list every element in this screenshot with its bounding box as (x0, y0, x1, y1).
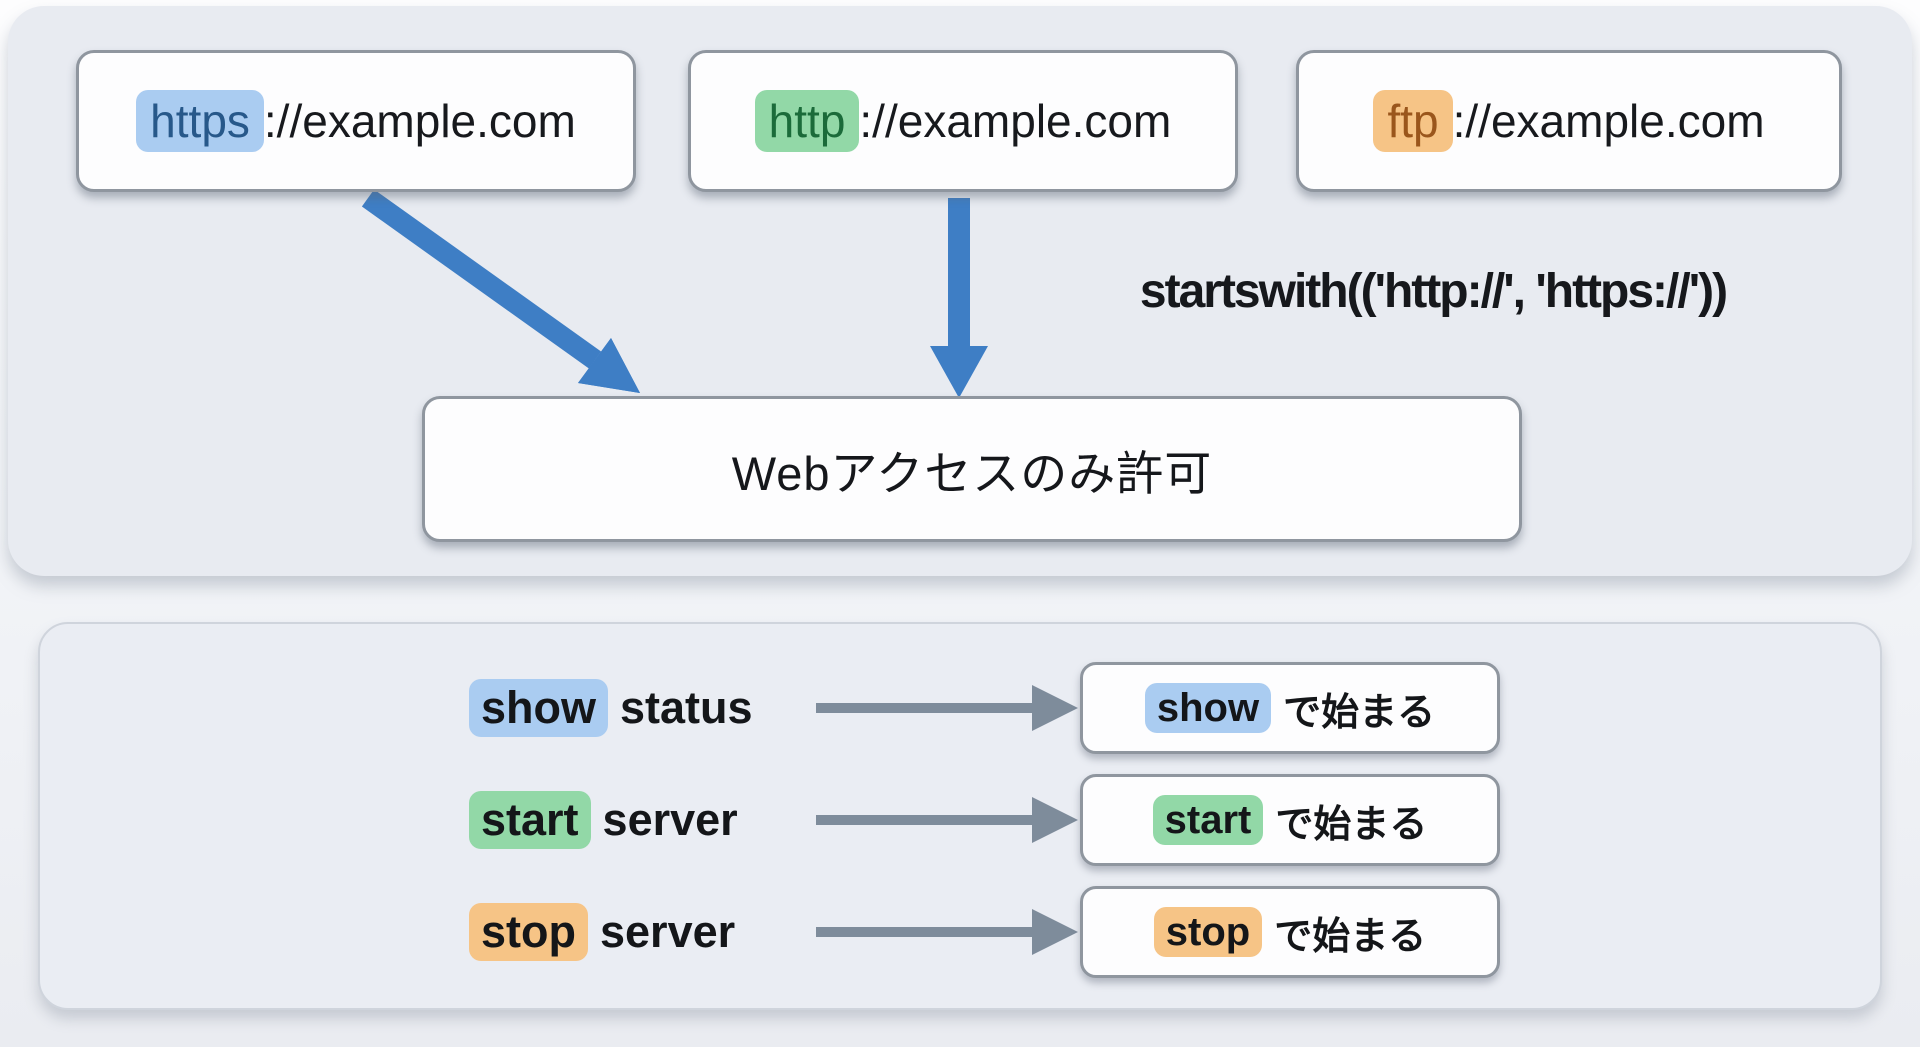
command-rest-text: server (602, 794, 738, 845)
command-label: stop server (469, 903, 814, 961)
web-access-result-label: Webアクセスのみ許可 (731, 446, 1213, 500)
result-box-show: show で始まる (1080, 662, 1500, 754)
right-arrow-icon (816, 685, 1078, 731)
right-arrow-icon (816, 909, 1078, 955)
web-access-result-card: Webアクセスのみ許可 (422, 396, 1522, 542)
url-rest-text: ://example.com (1452, 95, 1765, 147)
result-rest-text: で始まる (1283, 691, 1436, 734)
ftp-prefix-highlight: ftp (1373, 89, 1453, 153)
result-rest-text: で始まる (1274, 915, 1427, 958)
url-card-ftp: ftp://example.com (1296, 50, 1842, 192)
start-keyword-highlight: start (1152, 795, 1264, 845)
example-row-start: start server start で始まる (469, 774, 1500, 866)
command-label: show status (469, 679, 814, 737)
command-rest-text: server (600, 906, 736, 957)
flow-arrows (361, 189, 988, 398)
stop-keyword-highlight: stop (1153, 907, 1263, 957)
start-keyword-highlight: start (469, 791, 591, 849)
result-box-stop: stop で始まる (1080, 886, 1500, 978)
startswith-code-annotation: startswith(('http://', 'https://')) (1139, 265, 1728, 318)
url-card-https: https://example.com (76, 50, 636, 192)
stop-keyword-highlight: stop (469, 903, 588, 961)
url-rest-text: ://example.com (263, 95, 576, 147)
command-rest-text: status (620, 682, 753, 733)
example-row-show: show status show で始まる (469, 662, 1500, 754)
example-row-stop: stop server stop で始まる (469, 886, 1500, 978)
arrow-http-to-web (930, 198, 988, 398)
result-box-start: start で始まる (1080, 774, 1500, 866)
http-prefix-highlight: http (754, 89, 860, 153)
url-card-http: http://example.com (688, 50, 1238, 192)
url-rest-text: ://example.com (859, 95, 1172, 147)
command-examples-panel: show status show で始まる start server (38, 622, 1882, 1010)
arrow-https-to-web (361, 189, 640, 393)
url-filter-panel: https://example.com http://example.com f… (8, 6, 1912, 576)
show-keyword-highlight: show (1144, 683, 1272, 733)
https-prefix-highlight: https (136, 89, 264, 153)
show-keyword-highlight: show (469, 679, 609, 737)
result-rest-text: で始まる (1275, 803, 1428, 846)
command-label: start server (469, 791, 814, 849)
right-arrow-icon (816, 797, 1078, 843)
